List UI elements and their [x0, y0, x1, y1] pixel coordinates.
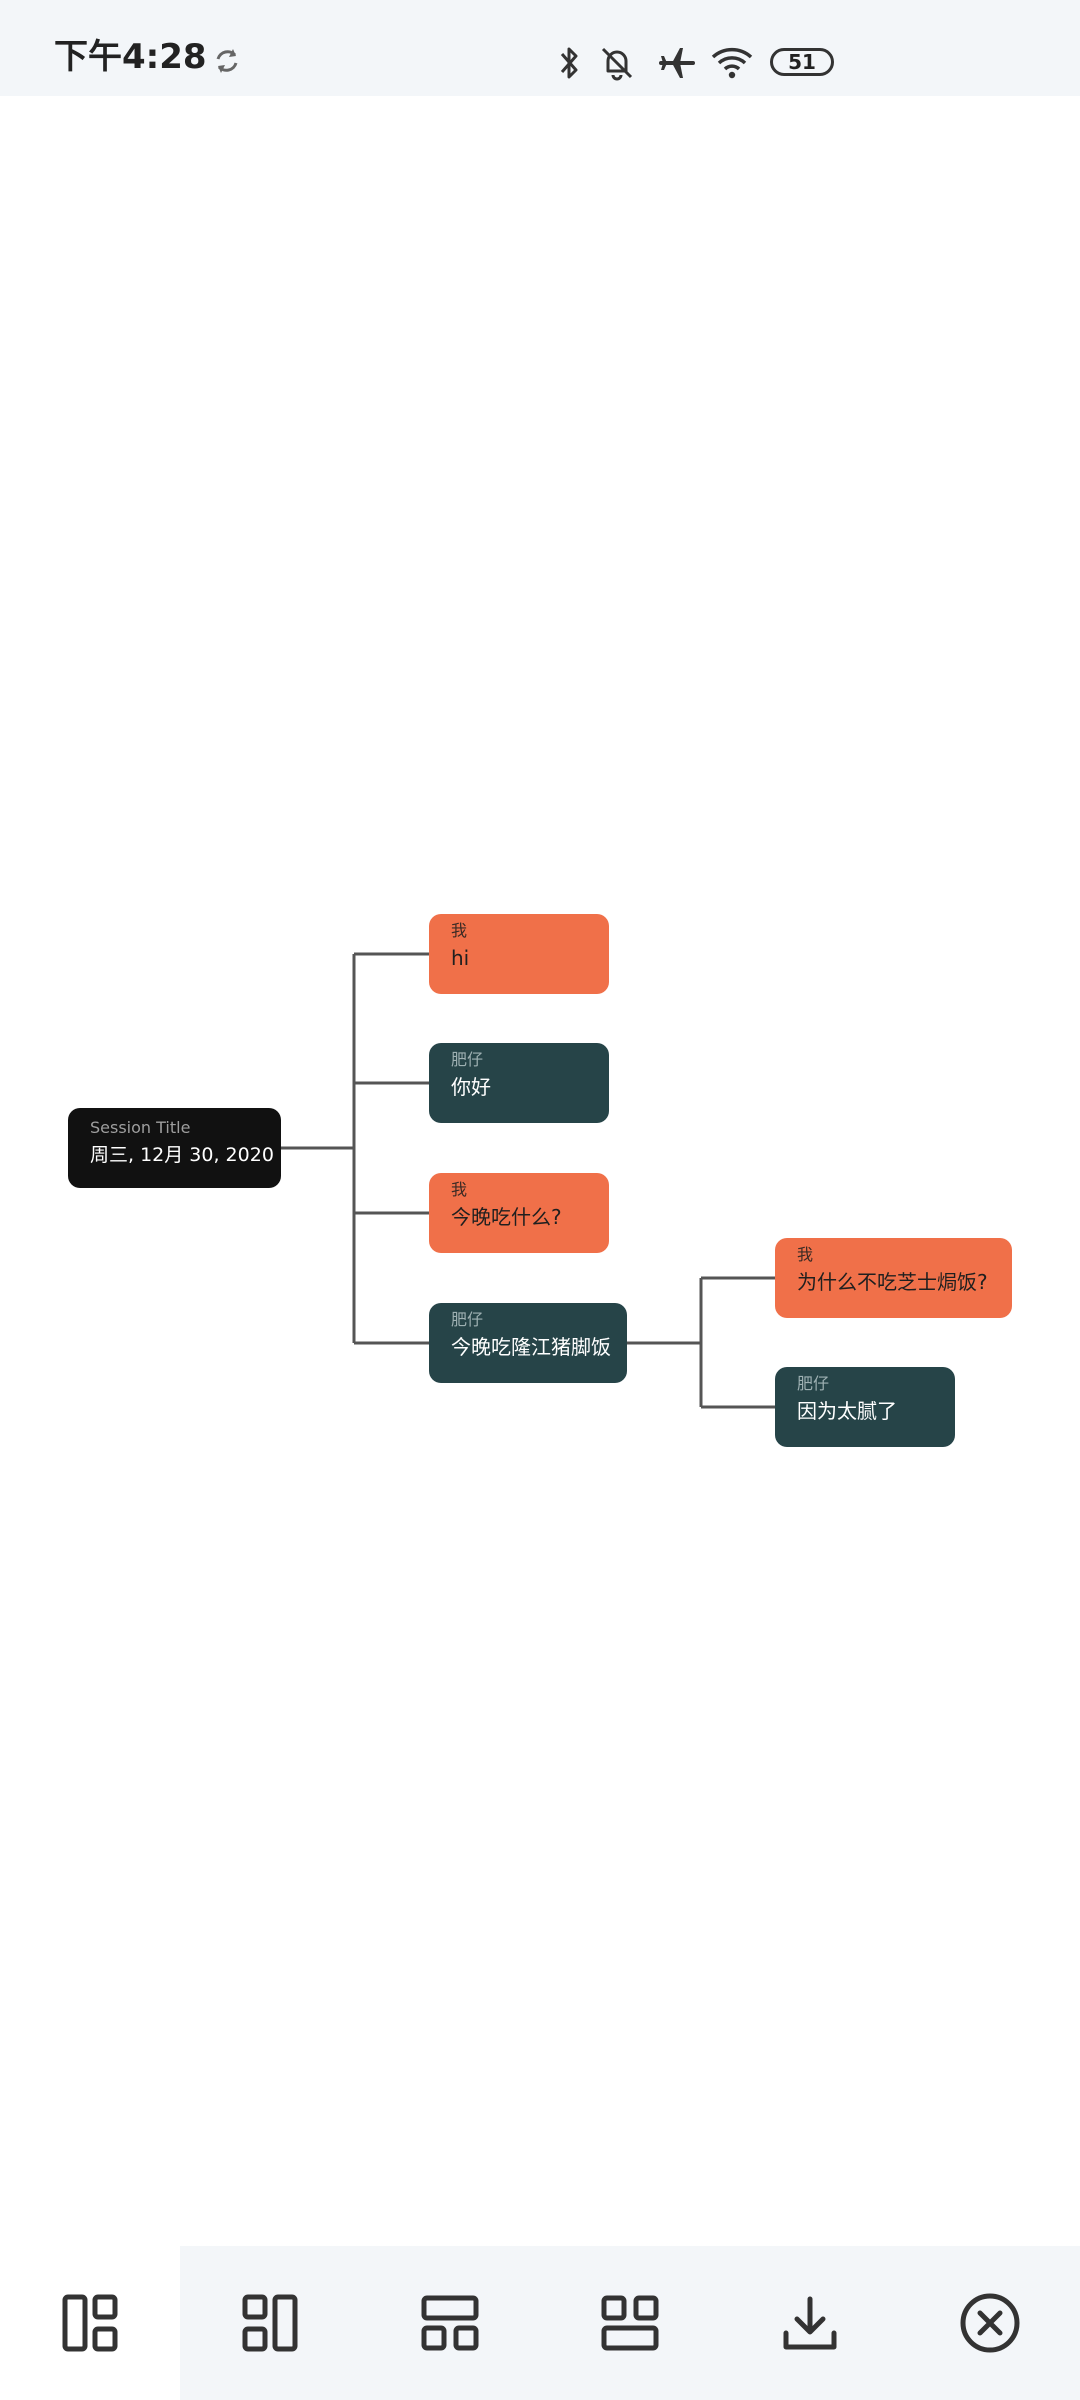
- session-title-label: Session Title: [90, 1118, 191, 1137]
- layout-right-button[interactable]: [0, 2246, 180, 2400]
- alarm-off-icon: [601, 47, 633, 81]
- message-node[interactable]: 我 为什么不吃芝士焗饭?: [775, 1238, 1012, 1318]
- airplane-icon: [659, 48, 695, 78]
- sync-icon: [216, 49, 238, 73]
- layout-down-icon: [421, 2295, 479, 2351]
- message-node[interactable]: 我 hi: [429, 914, 609, 994]
- message-author: 我: [797, 1245, 814, 1264]
- mindmap-canvas[interactable]: Session Title 周三, 12月 30, 2020 我 hi 肥仔 你…: [0, 96, 1080, 2246]
- bluetooth-icon: [560, 47, 578, 79]
- layout-up-icon: [601, 2295, 659, 2351]
- bottom-toolbar: [0, 2246, 1080, 2400]
- message-author: 肥仔: [797, 1374, 830, 1393]
- message-author: 肥仔: [451, 1050, 484, 1069]
- message-text: 今晚吃隆江猪脚饭: [451, 1335, 611, 1359]
- message-text: 今晚吃什么?: [451, 1205, 562, 1229]
- message-text: 因为太腻了: [797, 1399, 897, 1423]
- wifi-icon: [711, 47, 753, 79]
- layout-down-button[interactable]: [360, 2246, 540, 2400]
- layout-right-icon: [62, 2294, 118, 2352]
- message-node[interactable]: 肥仔 今晚吃隆江猪脚饭: [429, 1303, 627, 1383]
- download-button[interactable]: [720, 2246, 900, 2400]
- message-author: 我: [451, 1180, 468, 1199]
- close-circle-icon: [960, 2293, 1020, 2353]
- message-author: 肥仔: [451, 1310, 484, 1329]
- close-button[interactable]: [900, 2246, 1080, 2400]
- layout-left-icon: [242, 2294, 298, 2352]
- status-bar: 下午4:28 51: [0, 0, 1080, 96]
- message-text: 为什么不吃芝士焗饭?: [797, 1270, 988, 1294]
- download-icon: [783, 2296, 837, 2350]
- message-node[interactable]: 我 今晚吃什么?: [429, 1173, 609, 1253]
- message-author: 我: [451, 921, 468, 940]
- message-node[interactable]: 肥仔 你好: [429, 1043, 609, 1123]
- status-time: 下午4:28: [54, 37, 207, 77]
- connector-lines: [281, 952, 775, 1409]
- layout-up-button[interactable]: [540, 2246, 720, 2400]
- root-node[interactable]: Session Title 周三, 12月 30, 2020: [68, 1108, 281, 1188]
- session-date: 周三, 12月 30, 2020: [90, 1144, 274, 1166]
- message-text: hi: [451, 946, 470, 970]
- message-text: 你好: [451, 1075, 491, 1099]
- battery-icon: 51: [770, 48, 834, 76]
- layout-left-button[interactable]: [180, 2246, 360, 2400]
- message-node[interactable]: 肥仔 因为太腻了: [775, 1367, 955, 1447]
